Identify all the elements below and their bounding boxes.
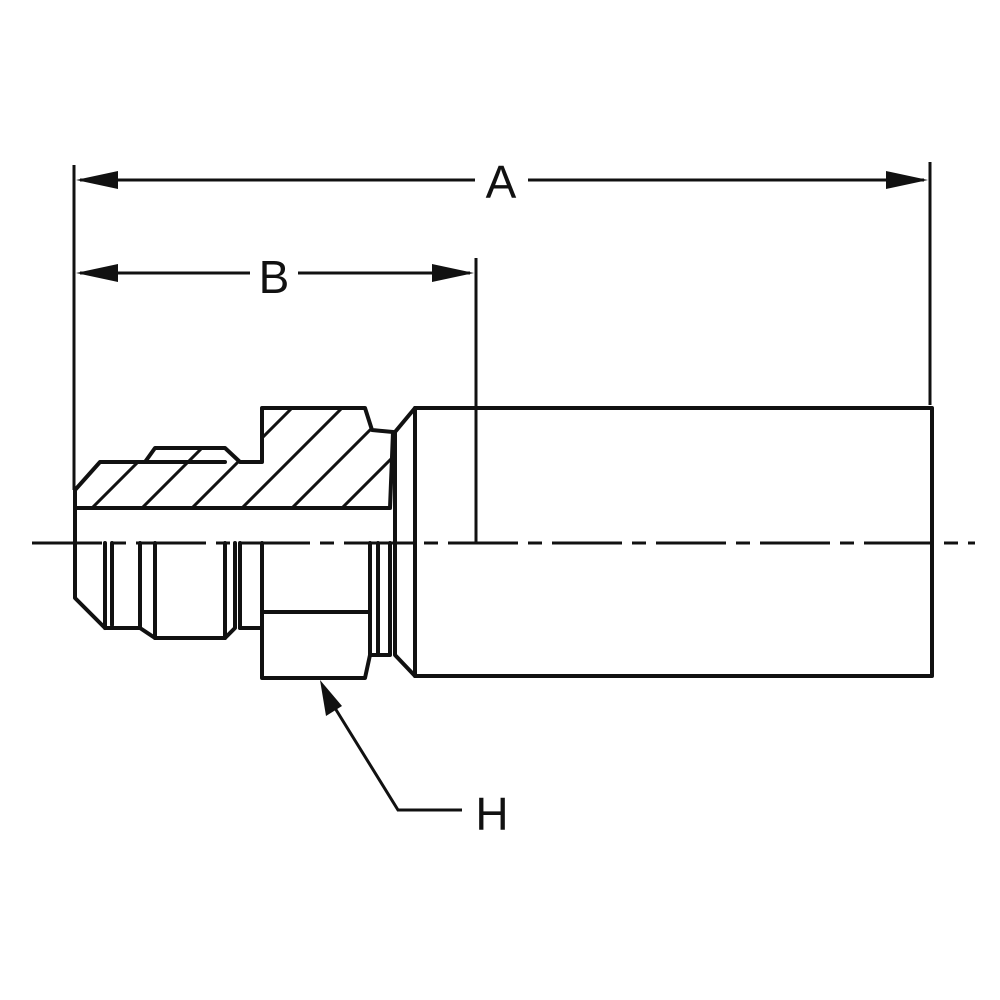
dimension-label-a: A — [486, 156, 517, 208]
dimension-label-b: B — [259, 251, 290, 303]
dimension-b: B — [76, 251, 474, 303]
fitting-body — [73, 406, 934, 680]
dimension-label-h: H — [475, 788, 508, 840]
dimension-h-leader: H — [320, 680, 509, 840]
dimension-a: A — [76, 156, 928, 208]
